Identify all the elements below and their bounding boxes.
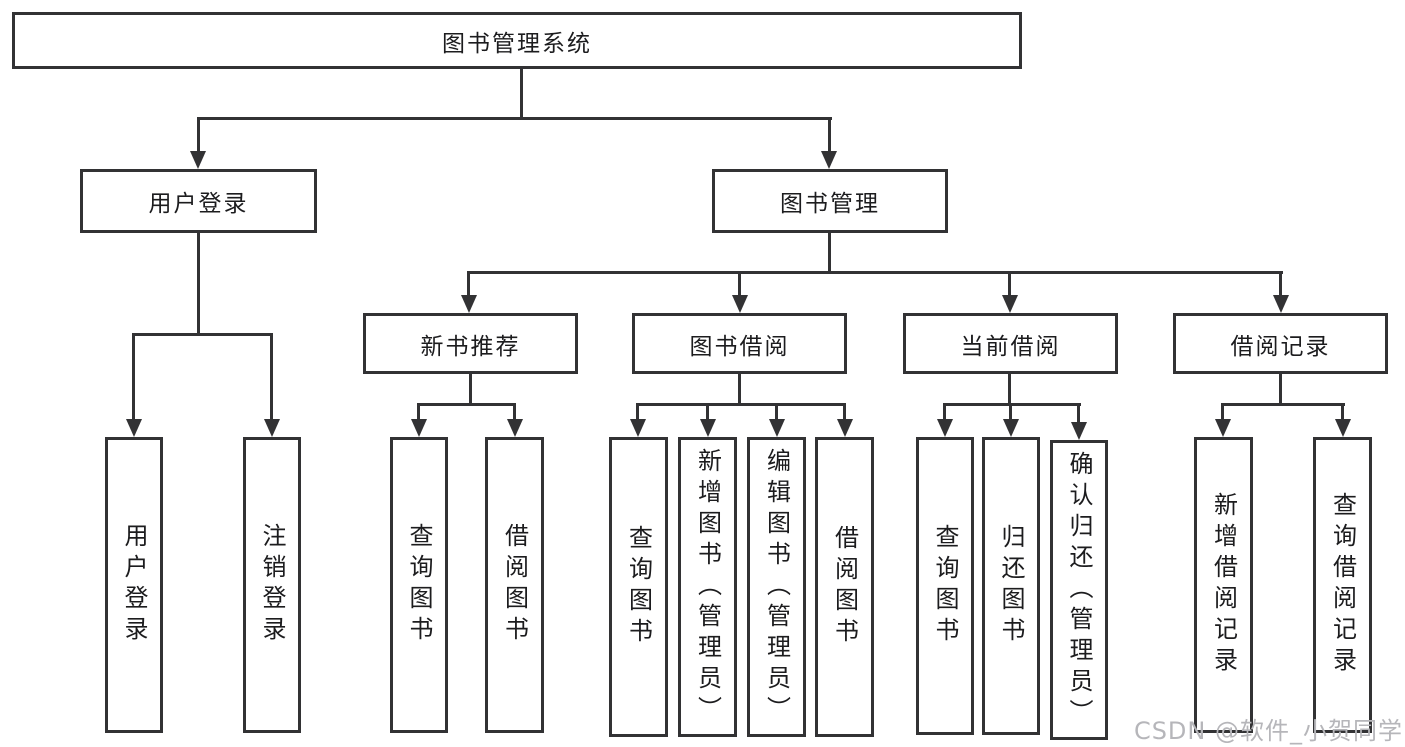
connector-to-borrow-records [1279,273,1282,297]
arrowhead-down-icon [1003,419,1019,437]
connector-leaf [1221,405,1224,421]
node-library-system: 图书管理系统 [12,12,1022,69]
connector-leaf [1341,405,1344,421]
connector-new-book-stem [469,374,472,405]
connector-book-borrow-stem [738,374,741,405]
leaf-user-login: 用户登录 [105,437,163,733]
watermark: CSDN @软件_小贺同学 [1133,717,1403,745]
arrowhead-down-icon [411,419,427,437]
arrowhead-down-icon [264,419,280,437]
connector-leaf [417,405,420,421]
arrowhead-down-icon [821,151,837,169]
arrowhead-down-icon [1002,295,1018,313]
arrowhead-down-icon [937,419,953,437]
arrowhead-down-icon [837,419,853,437]
connector-new-book-hline [417,403,516,406]
connector-user-login-hline [132,333,273,336]
connector-leaf [1009,405,1012,421]
arrowhead-down-icon [700,419,716,437]
arrowhead-down-icon [732,295,748,313]
connector-leaf [943,405,946,421]
arrowhead-down-icon [769,419,785,437]
connector-current-borrow-hline [943,403,1081,406]
connector-leaf [775,405,778,421]
connector-book-management-stem [828,233,831,273]
leaf-query-borrow-record: 查询借阅记录 [1313,437,1372,733]
connector-current-borrow-stem [1008,374,1011,405]
leaf-confirm-return-admin: 确认归还（管理员） [1050,440,1108,740]
connector-leaf [636,405,639,421]
leaf-query-books-borrow: 查询图书 [609,437,668,737]
connector-to-leaf-logout [270,335,273,421]
arrowhead-down-icon [507,419,523,437]
leaf-edit-book-admin: 编辑图书（管理员） [747,437,806,737]
leaf-query-books-current: 查询图书 [916,437,974,735]
connector-root-stem [520,69,523,119]
arrowhead-down-icon [126,419,142,437]
arrowhead-down-icon [1215,419,1231,437]
connector-user-login-stem [197,233,200,335]
node-user-login: 用户登录 [80,169,317,233]
connector-leaf [843,405,846,421]
arrowhead-down-icon [1335,419,1351,437]
connector-to-book-management [828,119,831,153]
arrowhead-down-icon [190,151,206,169]
leaf-return-book: 归还图书 [982,437,1040,735]
node-borrow-records: 借阅记录 [1173,313,1388,374]
connector-to-new-book [467,273,470,297]
connector-borrow-records-stem [1279,374,1282,405]
connector-leaf [706,405,709,421]
node-current-borrow: 当前借阅 [903,313,1118,374]
connector-level2-hline [197,117,832,120]
connector-to-user-login [197,119,200,153]
node-book-management: 图书管理 [712,169,948,233]
connector-to-current-borrow [1008,273,1011,297]
connector-to-leaf-user-login [132,335,135,421]
connector-leaf [1077,405,1080,423]
arrowhead-down-icon [1273,295,1289,313]
arrowhead-down-icon [461,295,477,313]
arrowhead-down-icon [630,419,646,437]
connector-leaf [513,405,516,421]
leaf-add-borrow-record: 新增借阅记录 [1194,437,1253,733]
leaf-borrow-books: 借阅图书 [815,437,874,737]
node-new-book-recommend: 新书推荐 [363,313,578,374]
leaf-query-books-recommend: 查询图书 [390,437,448,733]
connector-level3-hline [467,271,1283,274]
connector-book-borrow-hline [636,403,846,406]
leaf-borrow-books-recommend: 借阅图书 [485,437,544,733]
connector-to-book-borrow [738,273,741,297]
arrowhead-down-icon [1071,422,1087,440]
leaf-add-book-admin: 新增图书（管理员） [678,437,737,737]
connector-borrow-records-hline [1221,403,1345,406]
node-book-borrow: 图书借阅 [632,313,847,374]
leaf-logout: 注销登录 [243,437,301,733]
